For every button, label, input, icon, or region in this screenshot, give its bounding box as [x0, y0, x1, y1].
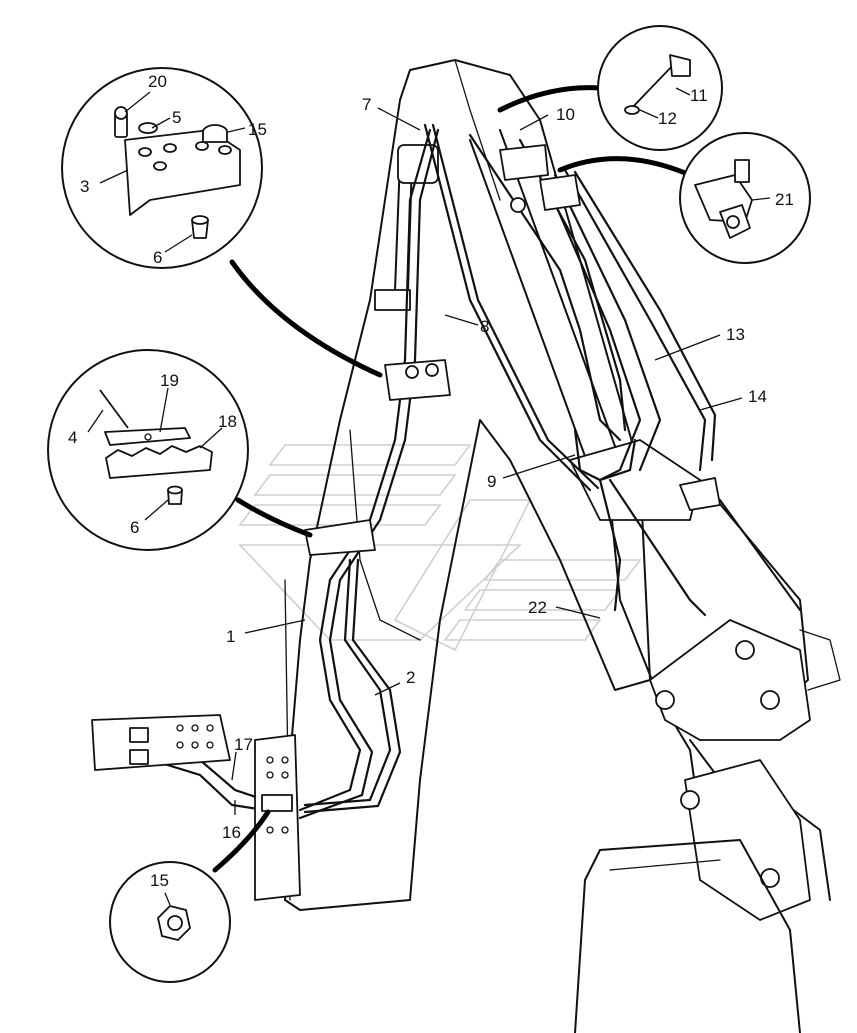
label-5: 5	[172, 108, 181, 127]
label-6: 6	[130, 518, 139, 537]
hydraulic-cylinder-right	[469, 129, 801, 611]
label-17: 17	[234, 735, 253, 754]
label-15: 15	[248, 120, 267, 139]
label-15: 15	[150, 871, 169, 890]
hose-bundle	[328, 123, 717, 617]
label-9: 9	[487, 472, 496, 491]
label-6: 6	[153, 248, 162, 267]
label-leaders	[231, 107, 743, 815]
label-4: 4	[68, 428, 77, 447]
label-2: 2	[406, 668, 415, 687]
label-7: 7	[362, 95, 371, 114]
label-20: 20	[148, 72, 167, 91]
fitting-callout	[679, 132, 811, 264]
mounting-plate	[254, 734, 301, 901]
label-18: 18	[218, 412, 237, 431]
nut-callout	[109, 861, 231, 983]
label-13: 13	[726, 325, 745, 344]
label-8: 8	[480, 317, 489, 336]
label-14: 14	[748, 387, 767, 406]
hydraulic-cylinder-left	[374, 144, 439, 311]
valve-block	[91, 714, 231, 771]
label-12: 12	[658, 109, 677, 128]
hose-clamp-lower	[304, 519, 376, 556]
callout-leaders	[212, 85, 693, 873]
label-19: 19	[160, 371, 179, 390]
label-22: 22	[528, 598, 547, 617]
label-1: 1	[226, 627, 235, 646]
bucket	[574, 839, 801, 1033]
label-11: 11	[690, 86, 708, 105]
part-labels: 20 5 15 3 6 19 4 18 6 7 8 10 11 12 21 13…	[68, 72, 794, 890]
label-21: 21	[775, 190, 794, 209]
label-10: 10	[556, 105, 575, 124]
label-16: 16	[222, 823, 241, 842]
bolt-callout	[597, 25, 723, 151]
hose-clamp-upper	[384, 359, 451, 401]
label-3: 3	[80, 177, 89, 196]
bracket-callout	[61, 67, 263, 269]
clamp-callout	[47, 349, 249, 551]
fitting-top	[499, 144, 581, 213]
boom-arm	[609, 479, 841, 921]
